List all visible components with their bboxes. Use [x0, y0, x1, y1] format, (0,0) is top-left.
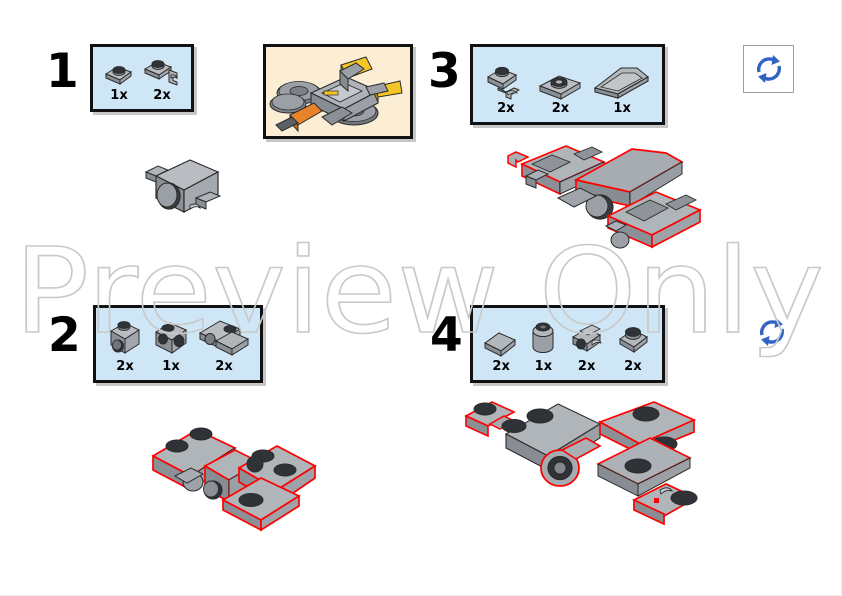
- parts-box-step-2: 2x 1x: [93, 305, 263, 383]
- round-plate-stud-icon: [618, 327, 648, 354]
- part-cell: 2x: [566, 317, 608, 374]
- part-quantity: 2x: [497, 101, 515, 116]
- assembly-result-step-2: [151, 427, 317, 532]
- angled-plate-pair-icon: [198, 320, 250, 356]
- part-cell: 2x: [140, 54, 184, 103]
- part-quantity: 2x: [116, 359, 134, 374]
- part-quantity: 1x: [162, 359, 180, 374]
- part-quantity: 2x: [551, 101, 570, 116]
- reset-view-button-top[interactable]: [743, 45, 794, 93]
- reset-view-button-bottom[interactable]: [748, 308, 796, 356]
- model-preview-box: [263, 44, 413, 139]
- wedge-plate-large-icon: [593, 67, 650, 99]
- finished-spaceship-model-icon: [269, 56, 403, 133]
- part-cell: 2x: [482, 59, 530, 116]
- round-brick-1x1-icon: [532, 322, 554, 353]
- part-quantity: 2x: [577, 359, 596, 374]
- parts-box-step-4: 2x 1x 2x: [470, 305, 665, 383]
- step-number-2: 2: [48, 308, 81, 363]
- clip-plate-small-icon: [571, 324, 602, 352]
- part-quantity: 1x: [534, 359, 553, 374]
- part-cell: 1x: [525, 315, 561, 374]
- part-cell: 2x: [196, 315, 252, 374]
- assembly-result-step-3: [507, 145, 702, 249]
- part-cell: 1x: [150, 315, 192, 374]
- refresh-icon: [759, 318, 785, 346]
- part-quantity: 2x: [215, 359, 233, 374]
- parts-box-step-3: 2x 2x 1x: [470, 44, 665, 125]
- plate-1x1-stud-icon: [104, 66, 133, 85]
- parts-box-step-1: 1x 2x: [90, 44, 194, 112]
- step-number-3: 3: [428, 44, 461, 99]
- step-number-1: 1: [46, 44, 79, 99]
- headlight-brick-icon: [109, 321, 141, 354]
- refresh-icon: [756, 55, 781, 83]
- step-number-4: 4: [430, 308, 463, 363]
- plate-with-horizontal-clip-icon: [486, 66, 520, 100]
- part-cell: 2x: [535, 65, 585, 116]
- assembly-result-step-1: [144, 159, 222, 213]
- part-quantity: 2x: [492, 359, 510, 374]
- part-cell: 2x: [612, 317, 654, 374]
- part-quantity: 1x: [613, 101, 631, 116]
- plate-with-vertical-clip-icon: [143, 60, 178, 86]
- part-cell: 1x: [100, 56, 138, 103]
- tile-1x2-icon: [484, 332, 517, 358]
- plate-1x2-ring-stud-icon: [539, 75, 582, 100]
- part-cell: 1x: [591, 61, 653, 116]
- part-quantity: 2x: [624, 359, 642, 374]
- part-cell: 2x: [481, 321, 521, 374]
- assembly-result-step-4: [464, 401, 698, 526]
- bracket-brick-icon: [154, 322, 188, 354]
- part-cell: 2x: [104, 315, 146, 374]
- part-quantity: 2x: [153, 88, 171, 103]
- part-quantity: 1x: [110, 88, 128, 103]
